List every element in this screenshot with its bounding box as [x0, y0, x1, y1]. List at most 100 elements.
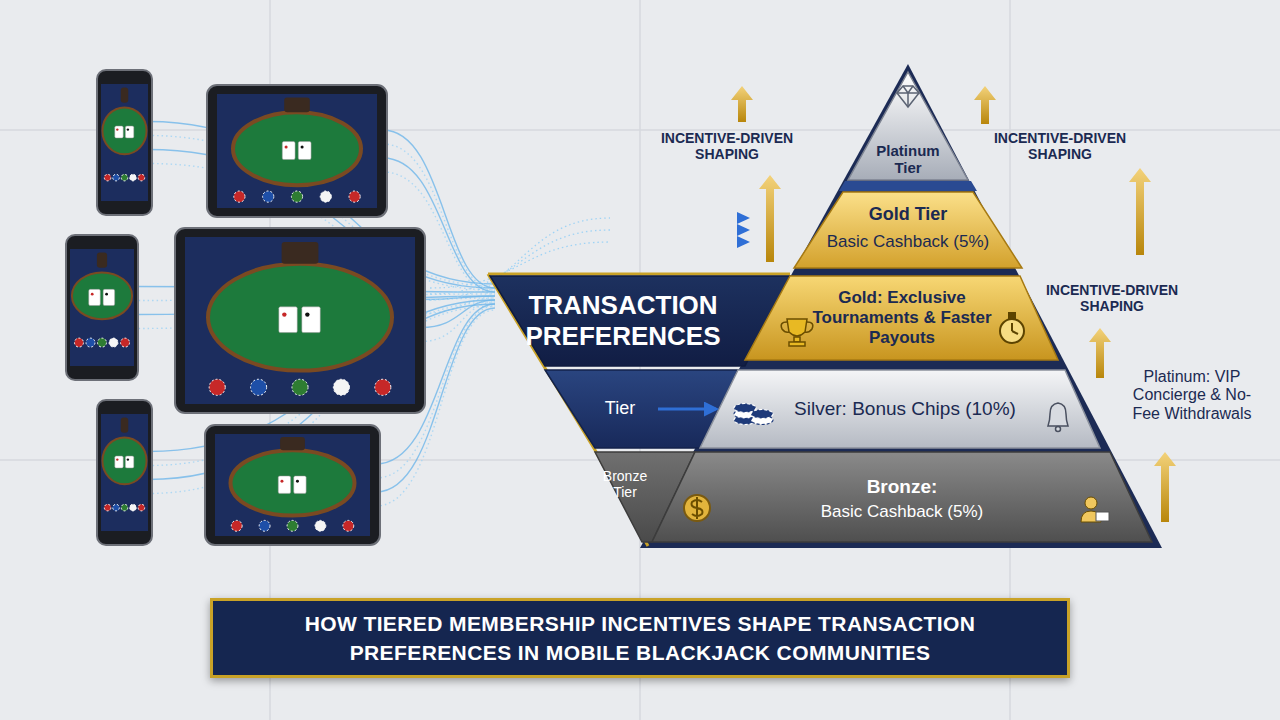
- dealer-chair: [282, 242, 319, 264]
- band-body: Basic Cashback (5%): [808, 232, 1008, 252]
- casino-chip: [121, 338, 130, 347]
- phone-illustration: [66, 235, 138, 380]
- stacked-chip: [734, 416, 756, 425]
- gold-tier-band: Gold TierBasic Cashback (5%): [794, 192, 1022, 268]
- playing-card: [282, 142, 295, 160]
- concierge-icon: [1081, 497, 1109, 522]
- card-suit: [296, 480, 299, 483]
- casino-chip: [130, 174, 137, 181]
- person-head: [1085, 497, 1097, 509]
- bronze-benefit-band: Bronze:Basic Cashback (5%): [652, 452, 1152, 542]
- playing-card: [125, 456, 133, 468]
- flow-line: [383, 158, 495, 292]
- card-suit: [116, 128, 118, 130]
- casino-chip: [109, 338, 118, 347]
- flow-line: [134, 287, 495, 293]
- tablet-illustration: [175, 228, 425, 413]
- casino-chip: [291, 191, 302, 202]
- phone-illustration: [97, 70, 152, 215]
- card-suit: [282, 312, 286, 316]
- card-suit: [285, 145, 288, 148]
- casino-chip: [74, 338, 83, 347]
- card-suit: [105, 293, 108, 296]
- casino-chip: [209, 379, 225, 395]
- casino-chip: [121, 504, 128, 511]
- band-outline: [700, 370, 1100, 448]
- card-suit: [127, 458, 129, 460]
- casino-chip: [259, 520, 270, 531]
- trophy-stem: [794, 337, 800, 342]
- flow-line: [148, 136, 495, 287]
- band-heading: Platinum Tier: [868, 142, 948, 177]
- casino-chip: [287, 520, 298, 531]
- device-body: [66, 235, 138, 380]
- flow-line: [148, 302, 495, 466]
- annotation-label: INCENTIVE-DRIVEN SHAPING: [641, 130, 813, 162]
- playing-card: [115, 126, 123, 138]
- title-banner: HOW TIERED MEMBERSHIP INCENTIVES SHAPE T…: [210, 598, 1070, 678]
- card-suit: [280, 480, 283, 483]
- blackjack-table: [102, 437, 146, 484]
- flow-line: [376, 308, 495, 492]
- casino-chip: [315, 520, 326, 531]
- casino-chip: [86, 338, 95, 347]
- flow-line: [376, 310, 495, 506]
- stopwatch-icon: [1000, 313, 1024, 343]
- diamond-icon: [897, 86, 919, 107]
- flow-line: [421, 296, 495, 300]
- bell-icon: [1048, 403, 1068, 432]
- blue-flow-arrow: [600, 241, 740, 244]
- device-screen: [70, 249, 134, 366]
- pyramid-stripe: [839, 181, 977, 191]
- band-heading: Bronze Tier: [597, 468, 653, 500]
- blackjack-table: [208, 264, 392, 371]
- stopwatch-button: [1009, 313, 1015, 318]
- playing-card: [302, 307, 320, 333]
- trophy-icon: [781, 319, 813, 346]
- card-suit: [127, 128, 129, 130]
- incentive-arrow: [731, 86, 753, 122]
- flow-line: [148, 306, 495, 494]
- playing-card: [103, 289, 115, 305]
- casino-chip: [130, 504, 137, 511]
- casino-chip: [343, 520, 354, 531]
- casino-chip: [138, 174, 145, 181]
- device-body: [97, 400, 152, 545]
- flow-line: [383, 172, 495, 294]
- coin-face: [684, 495, 710, 521]
- flow-line: [421, 298, 495, 314]
- tablet-illustration: [205, 425, 380, 545]
- device-screen: [217, 94, 377, 208]
- diagram-title: HOW TIERED MEMBERSHIP INCENTIVES SHAPE T…: [240, 609, 1040, 668]
- dealer-chair: [280, 437, 305, 450]
- casino-chip: [113, 174, 120, 181]
- band-shape: [794, 192, 1022, 268]
- dollar-sign: [692, 497, 703, 519]
- band-outline: [745, 276, 1058, 360]
- casino-chip: [251, 379, 267, 395]
- playing-card: [115, 456, 123, 468]
- blue-flow-arrowhead: [737, 212, 750, 224]
- device-screen: [185, 237, 415, 404]
- playing-card: [294, 476, 306, 493]
- device-group: [66, 70, 425, 545]
- device-screen: [101, 414, 148, 531]
- band-heading: Gold: Exclusive Tournaments & Faster Pay…: [797, 288, 1007, 348]
- band-outline: [848, 72, 968, 180]
- stopwatch-face: [1000, 319, 1024, 343]
- flow-line: [383, 130, 495, 288]
- blackjack-table: [72, 272, 132, 319]
- device-screen: [215, 434, 370, 536]
- casino-chip: [263, 191, 274, 202]
- band-heading: Tier: [590, 398, 650, 419]
- band-heading: Gold Tier: [808, 204, 1008, 225]
- casino-chip: [292, 379, 308, 395]
- dealer-chair: [121, 418, 129, 433]
- casino-chip: [104, 174, 111, 181]
- incentive-arrow: [1089, 328, 1111, 378]
- band-heading: Bronze:: [802, 476, 1002, 498]
- casino-chip: [104, 504, 111, 511]
- casino-chip: [121, 174, 128, 181]
- flow-line: [421, 300, 495, 328]
